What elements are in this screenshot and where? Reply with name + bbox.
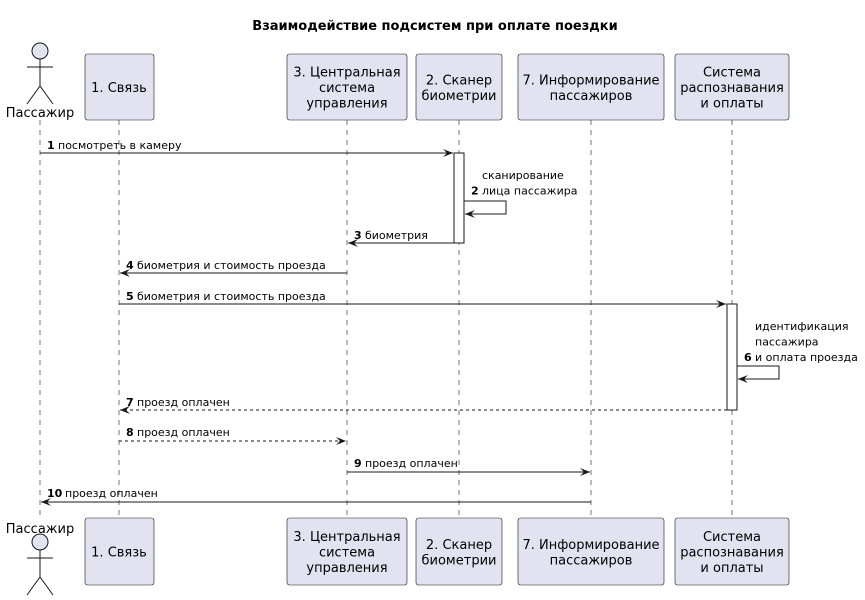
- message-arrow: [464, 200, 507, 215]
- arrow-head: [120, 269, 130, 277]
- actor-label: Пассажир: [6, 106, 74, 121]
- participant-box: [517, 517, 665, 586]
- participant-label: 7. Информирование: [522, 73, 659, 88]
- diagram-title: Взаимодействие подсистем при оплате поез…: [252, 19, 617, 34]
- message-number: 6: [744, 351, 752, 364]
- participant-box: [415, 517, 503, 586]
- participant-label: система: [319, 546, 375, 561]
- participant-label: биометрии: [422, 553, 497, 568]
- message-number: 5: [126, 290, 134, 303]
- participant-label: Система: [703, 530, 761, 545]
- activation-bar: [453, 152, 465, 244]
- participant-label: 2. Сканер: [426, 73, 492, 88]
- message-label: посмотреть в камеру: [58, 139, 182, 152]
- participant-box: [517, 53, 665, 121]
- arrow-head: [465, 210, 475, 218]
- message-label: и оплата проезда: [755, 351, 858, 364]
- participant-label: 1. Связь: [91, 546, 147, 561]
- arrow-head: [348, 239, 358, 247]
- actor-passenger-bottom: Пассажир: [6, 522, 74, 596]
- participant-box: [286, 53, 408, 121]
- actor-icon: [26, 533, 54, 596]
- message-arrow: [737, 365, 780, 380]
- participant-box: [674, 53, 790, 121]
- message-number: 7: [126, 396, 134, 409]
- message-label: проезд оплачен: [365, 457, 458, 470]
- participant-label: 7. Информирование: [522, 538, 659, 553]
- arrow-head: [41, 498, 51, 506]
- message-number: 4: [126, 259, 134, 272]
- participant-label: пассажиров: [550, 89, 633, 104]
- message-number: 3: [354, 229, 362, 242]
- participant-label: 1. Связь: [91, 81, 147, 96]
- participant-label: 3. Центральная: [293, 530, 400, 545]
- message-number: 10: [47, 487, 63, 500]
- participant-label: 3. Центральная: [293, 66, 400, 81]
- message-label: биометрия и стоимость проезда: [137, 259, 326, 272]
- actor-icon: [26, 42, 54, 105]
- message-label: биометрия: [365, 229, 428, 242]
- message-label: биометрия и стоимость проезда: [137, 290, 326, 303]
- actor-label: Пассажир: [6, 522, 74, 537]
- participant-label: распознавания: [680, 81, 784, 96]
- participant-box: [286, 517, 408, 586]
- arrow-head: [738, 375, 748, 383]
- message-number: 9: [354, 457, 362, 470]
- message-label: сканирование: [482, 169, 564, 182]
- arrow-head: [716, 300, 726, 308]
- participant-box: [84, 517, 155, 586]
- message-label: проезд оплачен: [137, 426, 230, 439]
- message-number: 2: [471, 185, 479, 198]
- actor-passenger-top: Пассажир: [6, 42, 74, 121]
- message-label: проезд оплачен: [65, 487, 158, 500]
- message-label: идентификация: [755, 320, 848, 333]
- message-label: лица пассажира: [482, 185, 577, 198]
- message-label: проезд оплачен: [137, 396, 230, 409]
- message-6: 6 идентификация пассажира и оплата проезда: [737, 320, 858, 383]
- participant-box: [84, 53, 155, 121]
- activation-bar: [726, 303, 738, 411]
- participant-label: биометрии: [422, 89, 497, 104]
- participant-box: [674, 517, 790, 586]
- participant-svyaz-top: 1. Связь: [84, 53, 155, 121]
- arrow-head: [580, 468, 590, 476]
- participant-svyaz-bottom: 1. Связь: [84, 517, 155, 586]
- participant-label: пассажиров: [550, 553, 633, 568]
- participant-label: управления: [306, 561, 387, 576]
- message-number: 1: [47, 139, 55, 152]
- participant-label: управления: [306, 97, 387, 112]
- message-number: 8: [126, 426, 134, 439]
- message-label: пассажира: [755, 336, 819, 349]
- arrow-head: [120, 406, 130, 414]
- arrow-head: [443, 149, 453, 157]
- participant-box: [415, 53, 503, 121]
- participant-label: 2. Сканер: [426, 538, 492, 553]
- participant-label: Система: [703, 66, 761, 81]
- participant-label: система: [319, 81, 375, 96]
- participant-label: распознавания: [680, 546, 784, 561]
- participant-label: и оплаты: [700, 561, 763, 576]
- arrow-head: [336, 437, 346, 445]
- participant-label: и оплаты: [700, 97, 763, 112]
